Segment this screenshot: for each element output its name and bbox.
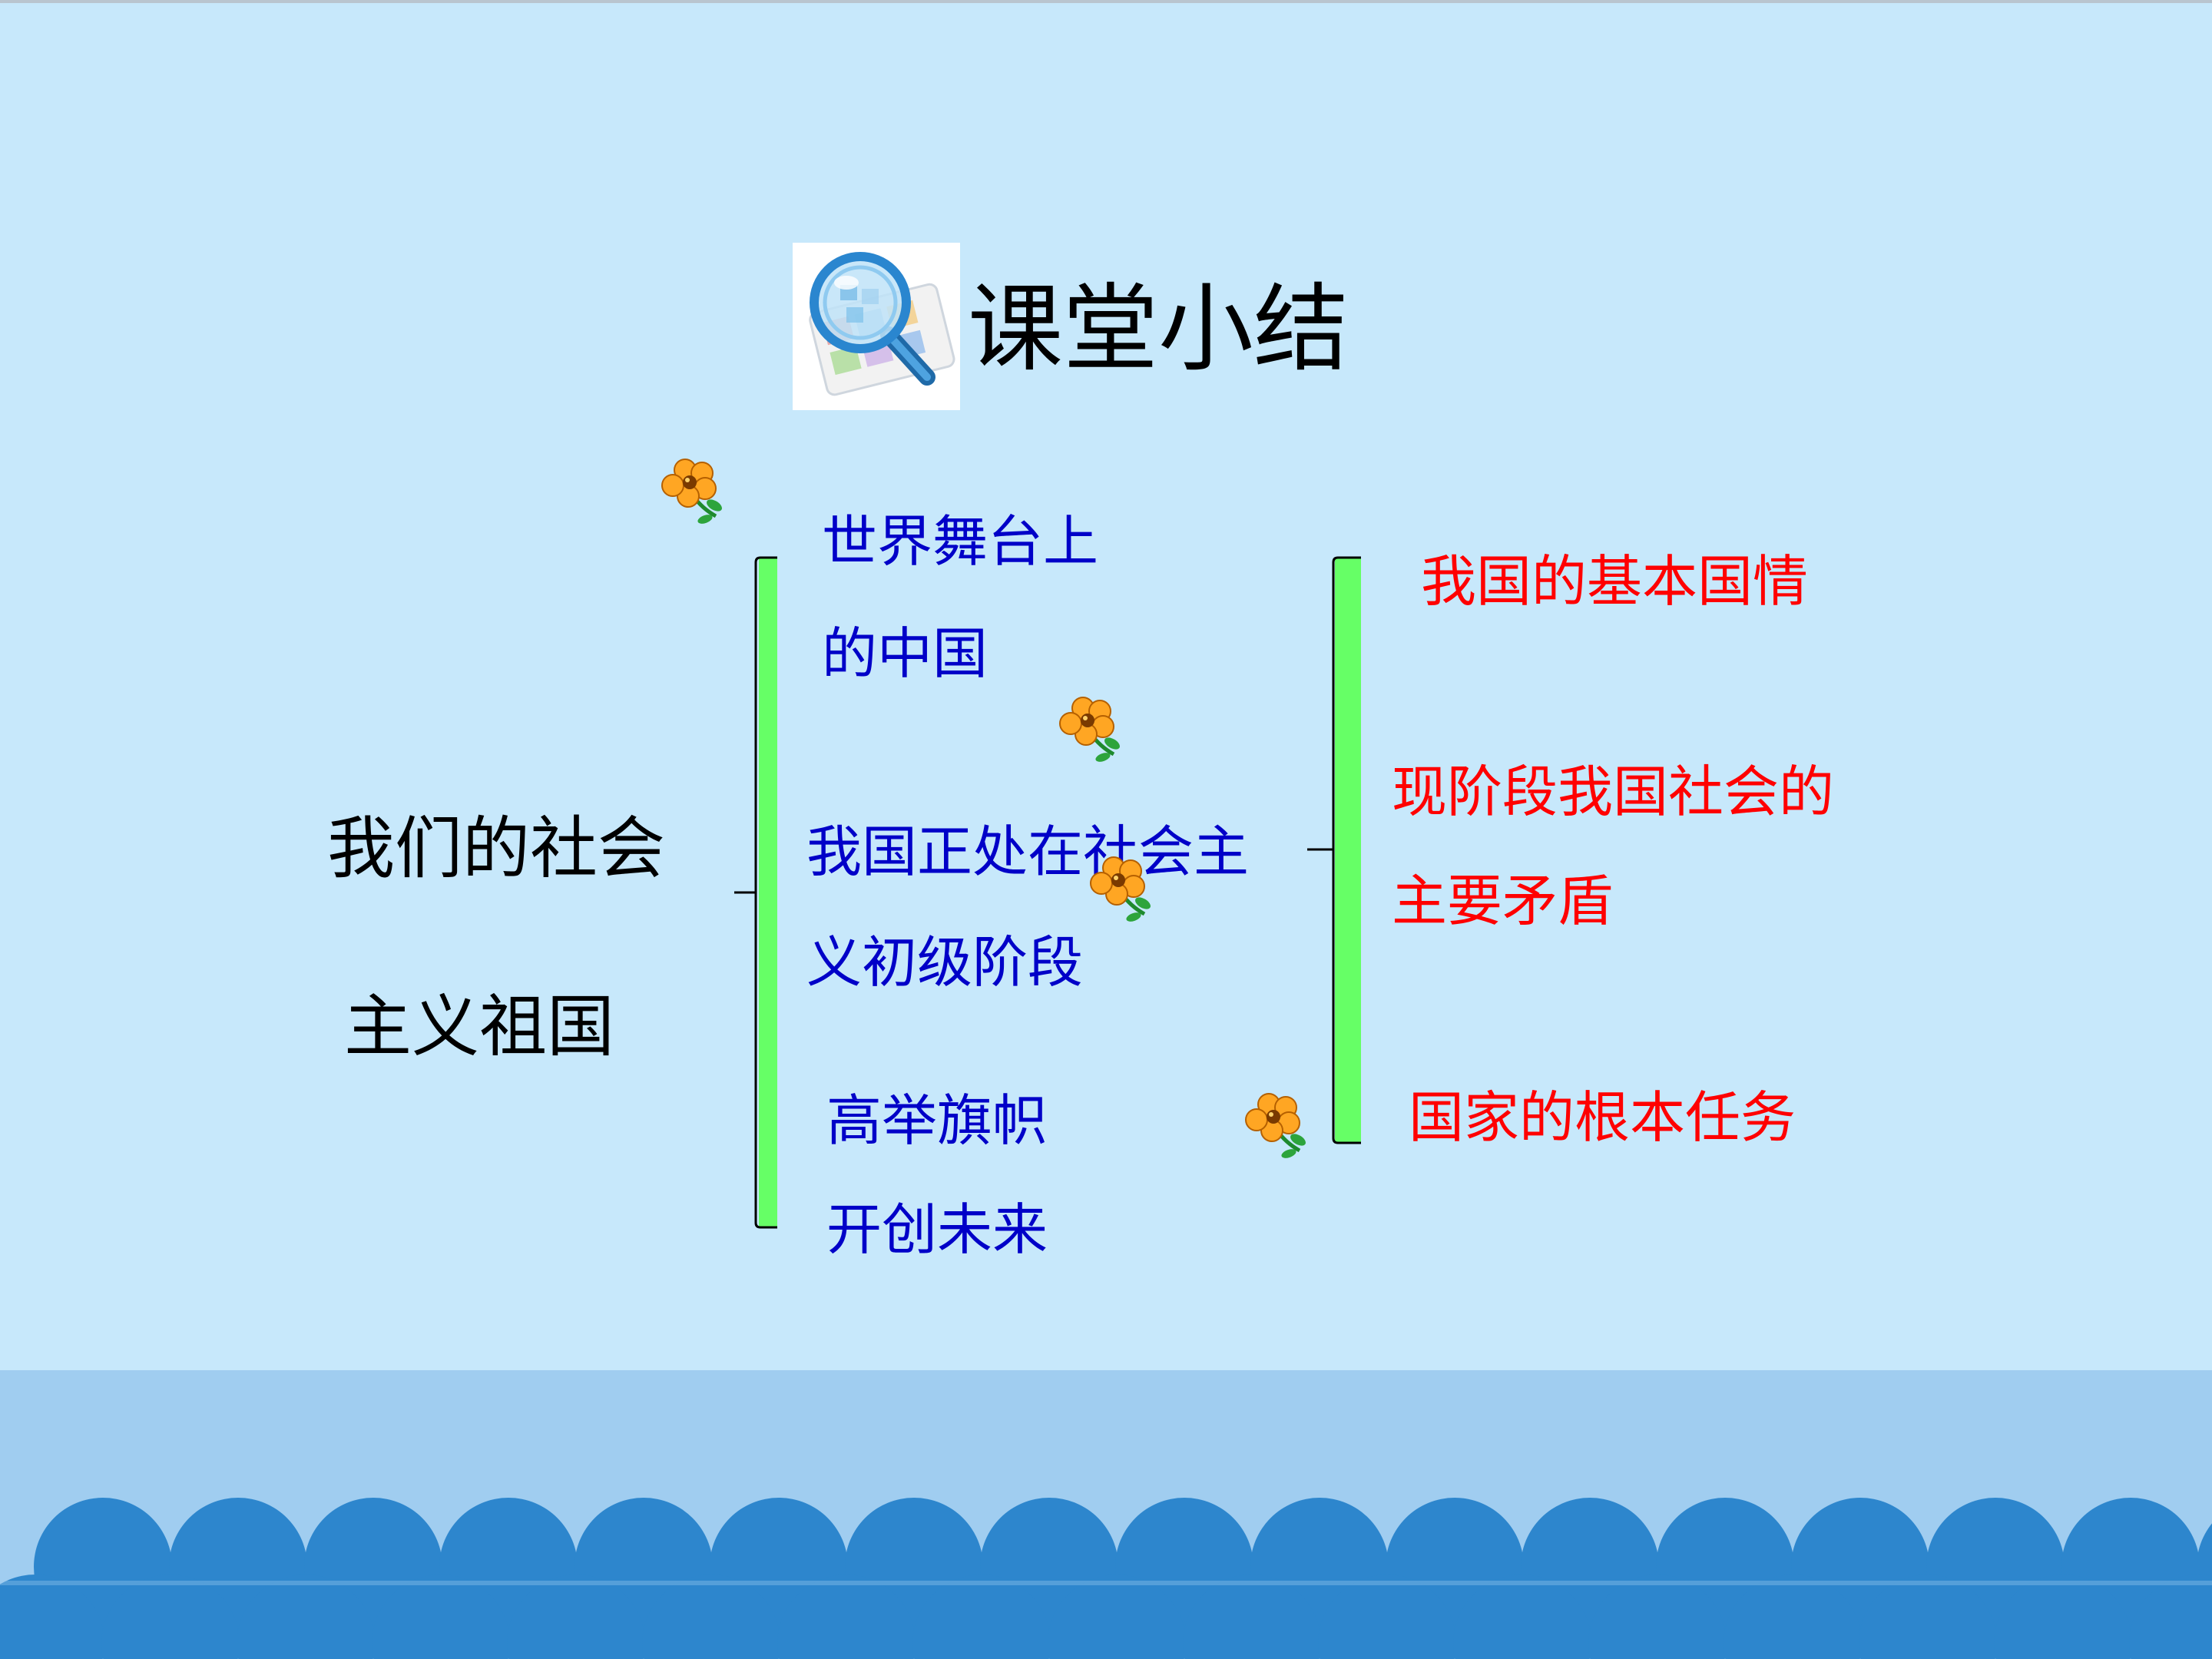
- branch-1-line-2: 的中国: [822, 621, 988, 686]
- sub-branch-2-line-1: 现阶段我国社会的: [1392, 760, 1835, 824]
- wave-bump: [1183, 1575, 1321, 1659]
- wave-bump: [777, 1575, 916, 1659]
- wave-bump: [101, 1575, 240, 1659]
- flower-icon: [661, 459, 722, 524]
- branch-1-line-1: 世界舞台上: [822, 509, 1099, 574]
- root-line-2: 主义祖国: [344, 987, 615, 1066]
- right-bracket-bar: [1335, 558, 1361, 1143]
- root-line-1: 我们的社会: [327, 809, 666, 888]
- wave-decoration: [0, 1498, 2212, 1659]
- branch-2-line-2: 义初级阶段: [806, 930, 1084, 995]
- wave-bump: [1048, 1575, 1186, 1659]
- sub-branch-2-line-2: 主要矛盾: [1392, 869, 1614, 933]
- flower-icon: [1245, 1093, 1306, 1158]
- top-border: [0, 0, 2212, 3]
- wave-bump: [1588, 1575, 1727, 1659]
- sub-branch-1-line-1: 我国的基本国情: [1421, 549, 1809, 614]
- magnifier-icon: [793, 243, 960, 410]
- wave-bump: [642, 1575, 780, 1659]
- wave-bump: [2129, 1575, 2212, 1659]
- branch-3-line-2: 开创未来: [826, 1197, 1048, 1262]
- branch-3-line-1: 高举旗帜: [826, 1088, 1048, 1153]
- flower-icon: [1059, 697, 1120, 762]
- wave-bump: [1724, 1575, 1862, 1659]
- wave-bump: [237, 1575, 375, 1659]
- wave-bump: [1859, 1575, 1997, 1659]
- wave-bump: [1994, 1575, 2132, 1659]
- wave-bump: [912, 1575, 1051, 1659]
- page-title: 课堂小结: [968, 274, 1349, 385]
- wave-bump: [372, 1575, 510, 1659]
- wave-bump: [507, 1575, 645, 1659]
- sub-branch-3-line-1: 国家的根本任务: [1409, 1085, 1796, 1150]
- flower-icon: [1090, 856, 1151, 922]
- wave-bump: [0, 1575, 104, 1659]
- branch-2-line-1: 我国正处在社会主: [806, 820, 1250, 884]
- wave-bump: [1318, 1575, 1456, 1659]
- wave-bump: [1453, 1575, 1591, 1659]
- left-bracket-bar: [759, 558, 777, 1227]
